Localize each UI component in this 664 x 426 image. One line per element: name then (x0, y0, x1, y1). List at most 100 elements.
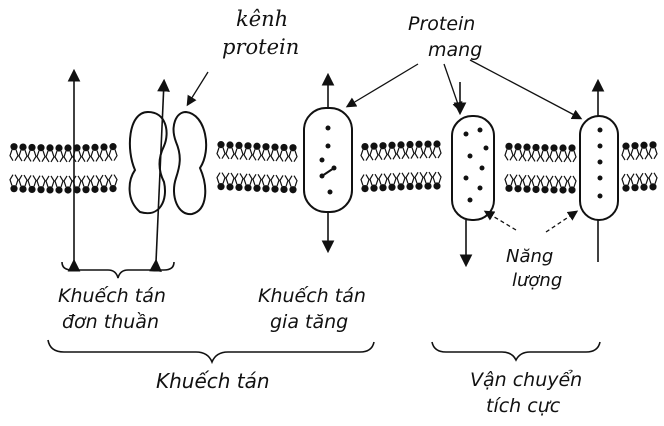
phospholipid-top (541, 144, 549, 162)
phospholipid-bottom (406, 173, 414, 191)
phospholipid-bottom (55, 176, 63, 194)
channel-protein-label-2: protein (222, 35, 299, 59)
phospholipid-top (82, 144, 90, 162)
membrane-protein-label-1: Protein (408, 13, 475, 35)
phospholipid-bottom (550, 176, 558, 194)
phospholipid-bottom (28, 175, 36, 193)
phospholipid-bottom (217, 173, 225, 191)
phospholipid-top (514, 143, 522, 161)
phospholipid-bottom (514, 175, 522, 193)
phospholipid-top (622, 143, 630, 161)
phospholipid-bottom (370, 174, 378, 192)
phospholipid-top (433, 140, 441, 158)
phospholipid-top (262, 143, 270, 161)
phospholipid-top (19, 143, 27, 161)
phospholipid-bottom (631, 174, 639, 192)
carrier-protein-facilitated (304, 108, 352, 212)
phospholipid-bottom (10, 175, 18, 193)
diffusion-label: Khuếch tán (156, 369, 270, 393)
phospholipid-top (55, 144, 63, 162)
phospholipid-bottom (415, 172, 423, 190)
phospholipid-bottom (361, 175, 369, 193)
phospholipid-bottom (397, 173, 405, 191)
phospholipid-top (532, 144, 540, 162)
energy-pointer-2 (546, 212, 576, 232)
phospholipid-top (28, 144, 36, 162)
phospholipid-bottom (253, 174, 261, 192)
phospholipid-top (253, 143, 261, 161)
phospholipid-top (505, 143, 513, 161)
phospholipid-bottom (235, 173, 243, 191)
phospholipid-bottom (244, 174, 252, 192)
phospholipid-bottom (91, 175, 99, 193)
phospholipid-bottom (523, 175, 531, 193)
protein-pointer-3 (470, 60, 580, 118)
phospholipid-top (217, 141, 225, 159)
phospholipid-top (640, 142, 648, 160)
phospholipid-top (559, 144, 567, 162)
phospholipid-bottom (289, 176, 297, 194)
phospholipid-bottom (271, 175, 279, 193)
active-transport-label-1: Vận chuyển (470, 369, 582, 391)
phospholipid-bottom (640, 173, 648, 191)
brace-simple-diffusion (62, 262, 174, 278)
protein-pointer-1 (348, 64, 418, 106)
carrier-protein-active-2 (580, 116, 618, 220)
phospholipid-top (631, 142, 639, 160)
phospholipid-top (424, 140, 432, 158)
protein-pointer-2 (444, 64, 460, 110)
phospholipid-top (244, 142, 252, 160)
energy-pointer-1 (486, 212, 516, 230)
phospholipid-bottom (37, 176, 45, 194)
phospholipid-bottom (262, 175, 270, 193)
phospholipid-top (406, 141, 414, 159)
phospholipid-top (91, 144, 99, 162)
phospholipid-bottom (388, 173, 396, 191)
phospholipid-top (388, 142, 396, 160)
phospholipid-top (109, 143, 117, 161)
membrane-protein-label-2: mang (428, 39, 482, 61)
phospholipid-bottom (424, 172, 432, 190)
brace-active-transport (432, 342, 600, 360)
phospholipid-top (370, 143, 378, 161)
phospholipid-top (280, 144, 288, 162)
phospholipid-bottom (379, 174, 387, 192)
phospholipid-bottom (505, 174, 513, 192)
phospholipid-bottom (226, 173, 234, 191)
phospholipid-bottom (559, 176, 567, 194)
phospholipid-top (64, 144, 72, 162)
phospholipid-top (415, 141, 423, 159)
phospholipid-bottom (622, 174, 630, 192)
channel-protein (130, 112, 207, 214)
brace-diffusion (48, 340, 374, 362)
phospholipid-bottom (280, 175, 288, 193)
channel-protein-label-1: kênh (236, 7, 288, 31)
phospholipid-top (379, 142, 387, 160)
simple-diffusion-label-1: Khuếch tán (58, 285, 166, 307)
phospholipid-top (397, 141, 405, 159)
phospholipid-bottom (19, 175, 27, 193)
phospholipid-bottom (100, 175, 108, 193)
channel-label-pointer (188, 72, 208, 104)
phospholipid-top (46, 144, 54, 162)
facilitated-diffusion-label-2: gia tăng (270, 311, 348, 333)
energy-label-1: Năng (506, 246, 553, 267)
phospholipid-bottom (64, 176, 72, 194)
carrier-protein-active-1 (452, 116, 494, 220)
phospholipid-bottom (82, 176, 90, 194)
phospholipid-top (523, 144, 531, 162)
phospholipid-bottom (568, 176, 576, 194)
phospholipid-top (235, 142, 243, 160)
energy-label-2: lượng (512, 270, 562, 291)
facilitated-diffusion-label-1: Khuếch tán (258, 285, 366, 307)
phospholipid-top (271, 144, 279, 162)
phospholipid-bottom (532, 175, 540, 193)
phospholipid-bottom (46, 176, 54, 194)
phospholipid-top (37, 144, 45, 162)
phospholipid-bottom (433, 172, 441, 190)
phospholipid-top (226, 141, 234, 159)
phospholipid-bottom (541, 176, 549, 194)
phospholipid-top (550, 144, 558, 162)
